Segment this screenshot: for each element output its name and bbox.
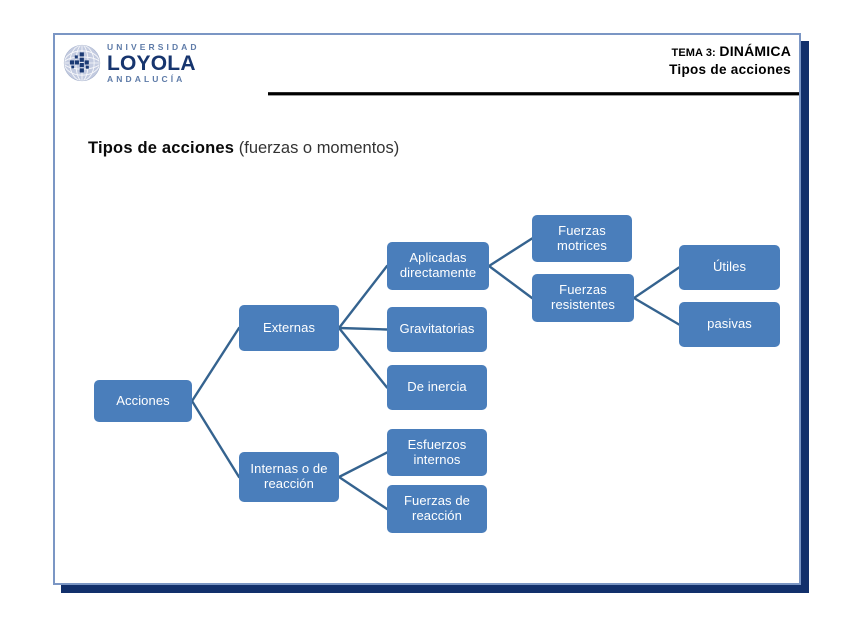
diagram-node-label: Esfuerzos internos <box>407 436 467 467</box>
diagram-node-label: Fuerzas de reacción <box>403 493 471 523</box>
diagram-node-label: pasivas <box>707 316 752 332</box>
connector-aplicadas-to-motrices <box>487 237 534 268</box>
diagram-node-label: Internas o de reacción <box>250 461 328 491</box>
page-title-light: (fuerzas o momentos) <box>234 139 400 157</box>
diagram-connectors <box>190 237 681 511</box>
logo-line-andalucia: ANDALUCÍA <box>107 73 186 84</box>
connector-resistentes-to-utiles <box>632 266 681 300</box>
header-subtitle: Tipos de acciones <box>669 62 791 77</box>
connector-externas-to-aplicadas <box>337 264 389 330</box>
connector-internas-to-freaccion <box>337 475 389 511</box>
connector-acciones-to-externas <box>190 326 241 403</box>
diagram-node-acciones[interactable]: Acciones <box>94 380 192 422</box>
diagram-node-label: De inercia <box>407 379 467 395</box>
header-divider-rule <box>268 92 799 96</box>
diagram-node-label: Fuerzas resistentes <box>551 282 615 312</box>
logo-line-universidad: UNIVERSIDAD <box>107 42 200 52</box>
diagram-node-aplicadas[interactable]: Aplicadas directamente <box>387 242 489 290</box>
presentation-slide: UNIVERSIDAD LOYOLA ANDALUCÍA TEMA 3: DIN… <box>53 33 801 585</box>
connector-resistentes-to-pasivas <box>632 296 681 326</box>
diagram-node-label: Aplicadas directamente <box>399 250 477 280</box>
header-tema-line: TEMA 3: DINÁMICA <box>669 43 791 59</box>
page-title: Tipos de acciones (fuerzas o momentos) <box>88 139 399 158</box>
header-tema-value: DINÁMICA <box>719 43 791 59</box>
diagram-node-externas[interactable]: Externas <box>239 305 339 351</box>
diagram-node-internas[interactable]: Internas o de reacción <box>239 452 339 502</box>
connector-acciones-to-internas <box>190 399 241 479</box>
diagram-node-label: Externas <box>262 319 316 335</box>
diagram-node-motrices[interactable]: Fuerzas motrices <box>532 215 632 262</box>
diagram-node-label: Útiles <box>712 259 747 275</box>
diagram-node-esfuerzos[interactable]: Esfuerzos internos <box>387 429 487 476</box>
diagram-node-label: Acciones <box>116 392 170 408</box>
slide-content-area: UNIVERSIDAD LOYOLA ANDALUCÍA TEMA 3: DIN… <box>55 35 799 583</box>
connector-internas-to-esfuerzos <box>337 451 389 479</box>
diagram-node-gravitatorias[interactable]: Gravitatorias <box>387 307 487 352</box>
logo-wordmark: UNIVERSIDAD LOYOLA ANDALUCÍA <box>107 43 200 83</box>
diagram-node-label: Fuerzas motrices <box>557 222 607 253</box>
university-logo: UNIVERSIDAD LOYOLA ANDALUCÍA <box>63 43 200 83</box>
diagram-node-pasivas[interactable]: pasivas <box>679 302 780 347</box>
diagram-node-utiles[interactable]: Útiles <box>679 245 780 290</box>
connector-aplicadas-to-resistentes <box>487 264 534 300</box>
diagram-node-resistentes[interactable]: Fuerzas resistentes <box>532 274 634 322</box>
header-topic-block: TEMA 3: DINÁMICA Tipos de acciones <box>669 43 791 77</box>
logo-line-loyola: LOYOLA <box>107 51 196 75</box>
diagram-node-label: Gravitatorias <box>399 321 475 337</box>
diagram-node-freaccion[interactable]: Fuerzas de reacción <box>387 485 487 533</box>
connector-externas-to-deinercia <box>337 326 389 389</box>
page-title-strong: Tipos de acciones <box>88 139 235 157</box>
header-tema-label: TEMA 3: <box>671 47 716 59</box>
globe-icon <box>63 44 101 82</box>
connector-externas-to-gravitatorias <box>337 326 389 331</box>
diagram-node-deinercia[interactable]: De inercia <box>387 365 487 410</box>
